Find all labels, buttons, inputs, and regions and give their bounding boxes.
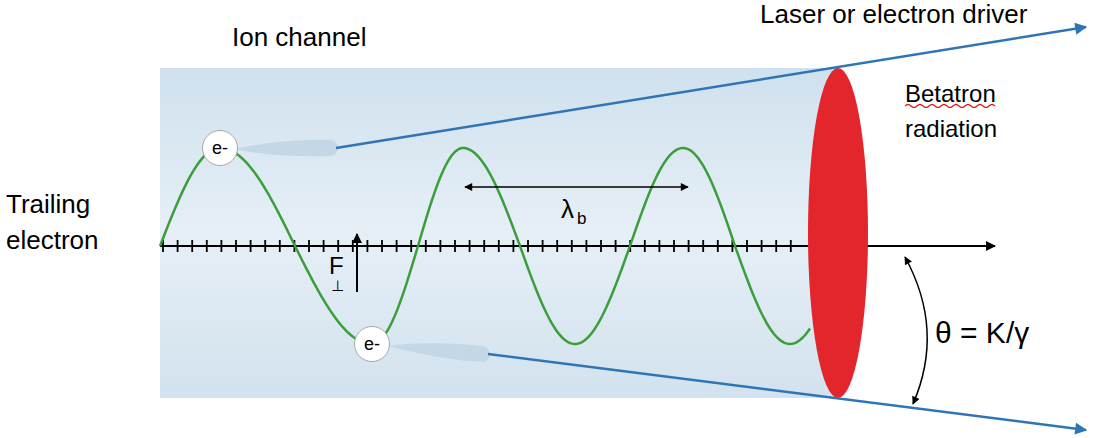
electron-circle: e- [202,130,238,166]
driver-pulse [808,68,868,398]
radiation-lobe [388,343,490,362]
channel-label: Ion channel [232,24,366,50]
electron-trajectory [160,148,810,344]
ion-channel [160,68,838,398]
wavelength-symbol: λ [561,196,574,222]
angle-formula: θ = K/γ [935,318,1029,348]
ion-marks [163,240,791,252]
axis-arrow [160,245,995,247]
force-arrow [356,234,358,292]
electron-circle: e- [354,326,390,362]
radiation-label: Betatron radiation [905,76,1030,146]
force-symbol: F [329,254,344,278]
trajectory-path [160,148,810,344]
driver-label: Laser or electron driver [760,0,1027,28]
radiation-lobe [234,140,338,156]
ion-row [163,240,791,252]
angle-arc [905,257,927,404]
electron-symbol: e- [364,335,380,353]
wavelength-subscript: b [577,210,586,227]
radiation-ray [488,354,1086,430]
radiation-ray [336,27,1086,148]
force-subscript: ⊥ [331,278,344,293]
wavelength-arrow [465,186,688,188]
electron-label: Trailing electron [6,186,131,258]
electron-symbol: e- [212,139,228,157]
